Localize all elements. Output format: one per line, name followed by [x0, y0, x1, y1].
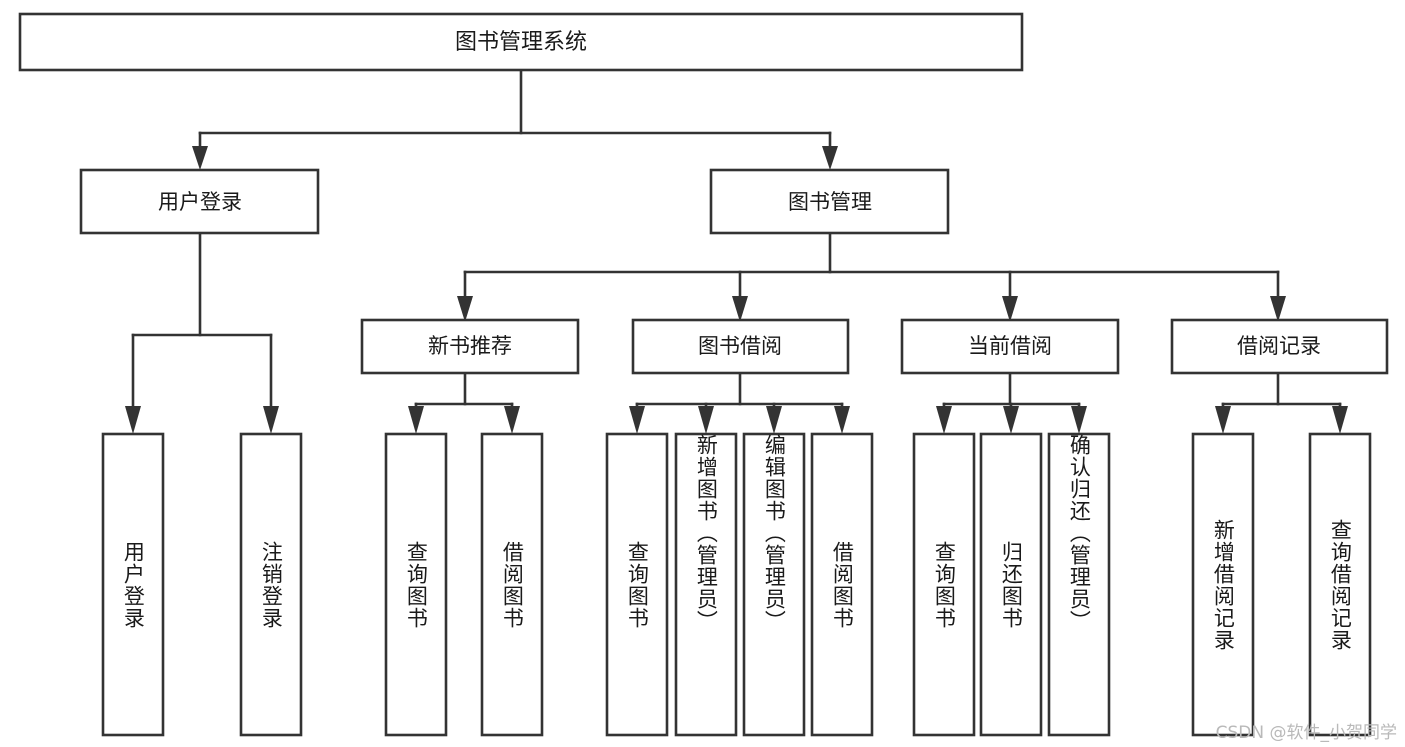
node-box-leaf-borrow-book-2[interactable]	[810, 432, 874, 737]
node-box-leaf-logout[interactable]	[239, 432, 303, 737]
node-box-leaf-add-book-admin[interactable]	[674, 432, 738, 737]
arrow-to-leaf-query-book-1	[408, 406, 424, 434]
arrow-to-user-login	[192, 146, 208, 170]
arrow-to-leaf-edit-book-admin	[766, 406, 782, 434]
node-box-book-manage[interactable]	[709, 168, 950, 235]
node-label-user-login: 用户登录	[158, 190, 242, 214]
arrow-to-leaf-user-login	[125, 406, 141, 434]
node-label-new-book-rec: 新书推荐	[428, 334, 512, 358]
node-box-root[interactable]	[18, 12, 1024, 72]
arrow-to-leaf-add-borrow-record	[1215, 406, 1231, 434]
arrow-to-leaf-confirm-return-admin	[1071, 406, 1087, 434]
arrow-to-leaf-query-book-2	[629, 406, 645, 434]
node-label-root: 图书管理系统	[455, 30, 587, 55]
csdn-watermark: CSDN @软件_小贺同学	[1215, 723, 1397, 743]
arrow-to-leaf-borrow-book-2	[834, 406, 850, 434]
node-box-leaf-query-book-2[interactable]	[605, 432, 669, 737]
node-box-leaf-confirm-return-admin[interactable]	[1047, 432, 1111, 737]
arrow-to-leaf-logout	[263, 406, 279, 434]
node-box-leaf-user-login[interactable]	[101, 432, 165, 737]
node-box-leaf-query-book-3[interactable]	[912, 432, 976, 737]
node-box-leaf-query-book-1[interactable]	[384, 432, 448, 737]
arrow-to-borrow-record	[1270, 296, 1286, 322]
node-box-user-login[interactable]	[79, 168, 320, 235]
arrow-to-book-manage	[822, 146, 838, 170]
connector-layer	[125, 68, 1348, 434]
node-box-leaf-add-borrow-record[interactable]	[1191, 432, 1255, 737]
node-box-borrow-record[interactable]	[1170, 318, 1389, 375]
node-box-leaf-borrow-book-1[interactable]	[480, 432, 544, 737]
node-label-current-borrow: 当前借阅	[968, 334, 1052, 358]
arrow-to-new-book-rec	[457, 296, 473, 322]
arrow-to-leaf-borrow-book-1	[504, 406, 520, 434]
arrow-to-leaf-add-book-admin	[698, 406, 714, 434]
node-box-current-borrow[interactable]	[900, 318, 1120, 375]
arrow-to-leaf-return-book	[1003, 406, 1019, 434]
node-box-book-borrow[interactable]	[631, 318, 850, 375]
node-box-new-book-rec[interactable]	[360, 318, 580, 375]
node-label-book-manage: 图书管理	[788, 190, 872, 214]
node-box-leaf-query-borrow-record[interactable]	[1308, 432, 1372, 737]
arrow-to-leaf-query-borrow-record	[1332, 406, 1348, 434]
node-box-leaf-edit-book-admin[interactable]	[742, 432, 806, 737]
arrow-to-current-borrow	[1002, 296, 1018, 322]
node-label-borrow-record: 借阅记录	[1237, 334, 1321, 358]
arrow-to-book-borrow	[732, 296, 748, 322]
node-label-book-borrow: 图书借阅	[698, 334, 782, 358]
node-box-leaf-return-book[interactable]	[979, 432, 1043, 737]
arrow-to-leaf-query-book-3	[936, 406, 952, 434]
node-layer: 图书管理系统 用户登录 图书管理 新书推荐 图书借阅 当前借阅 借阅记录	[18, 12, 1389, 737]
